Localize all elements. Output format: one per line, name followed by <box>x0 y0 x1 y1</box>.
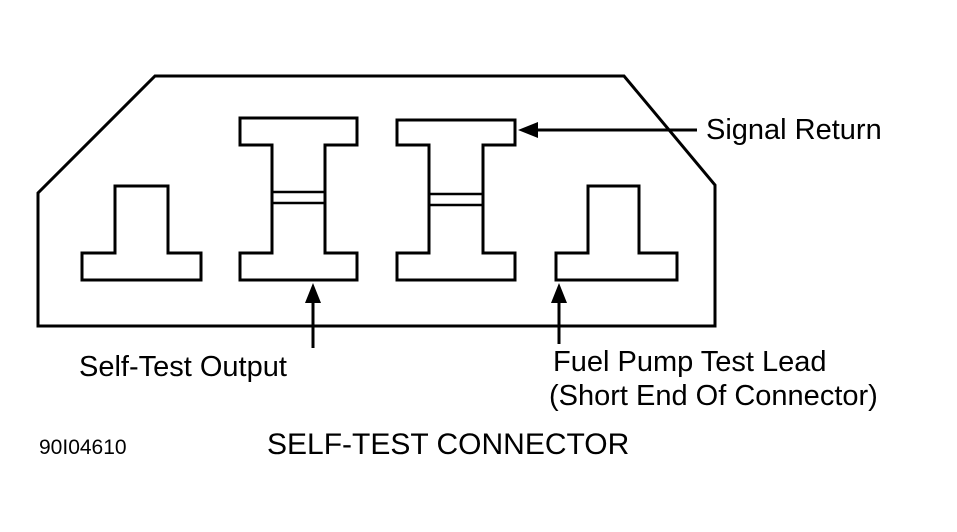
connector-housing <box>36 74 717 328</box>
diagram-title: SELF-TEST CONNECTOR <box>267 428 630 461</box>
fuel-pump-label-line2: (Short End Of Connector) <box>549 380 878 412</box>
figure-code: 90I04610 <box>39 436 127 459</box>
terminal-self-test-output <box>238 116 359 282</box>
signal-return-label: Signal Return <box>706 114 882 146</box>
terminal-signal-return <box>395 118 517 282</box>
fuel-pump-label-line1: Fuel Pump Test Lead <box>553 346 827 378</box>
self-test-output-label: Self-Test Output <box>79 351 287 383</box>
terminal-fuel-pump <box>554 184 679 282</box>
arrowhead-signal-return <box>518 122 538 138</box>
arrowhead-fuel-pump <box>551 283 567 303</box>
arrowhead-self-test-output <box>305 283 321 303</box>
terminal-left-t <box>80 184 203 282</box>
